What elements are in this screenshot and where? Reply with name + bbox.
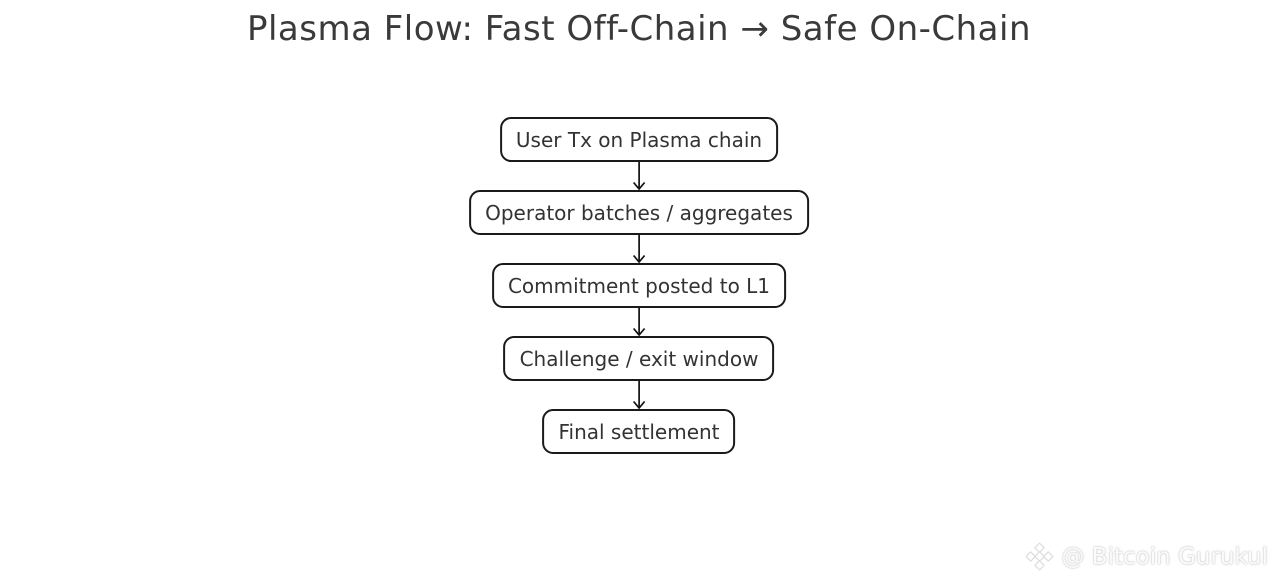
flow-node-final-settlement: Final settlement bbox=[542, 409, 736, 454]
watermark-text: @ Bitcoin Gurukul bbox=[1061, 543, 1268, 570]
watermark: @ Bitcoin Gurukul bbox=[1024, 541, 1268, 572]
arrow-down-icon bbox=[632, 235, 646, 263]
arrow-down-icon bbox=[632, 381, 646, 409]
binance-diamond-icon bbox=[1025, 542, 1055, 571]
diagram-title: Plasma Flow: Fast Off-Chain → Safe On-Ch… bbox=[246, 9, 1032, 49]
arrow-down-icon bbox=[632, 162, 646, 190]
flow-node-user-tx: User Tx on Plasma chain bbox=[499, 117, 779, 162]
arrow-down-icon bbox=[632, 308, 646, 336]
flowchart: User Tx on Plasma chain Operator batches… bbox=[469, 117, 809, 454]
flow-node-commitment-posted: Commitment posted to L1 bbox=[491, 263, 787, 308]
flow-node-operator-batches: Operator batches / aggregates bbox=[469, 190, 809, 235]
flow-node-challenge-window: Challenge / exit window bbox=[503, 336, 775, 381]
